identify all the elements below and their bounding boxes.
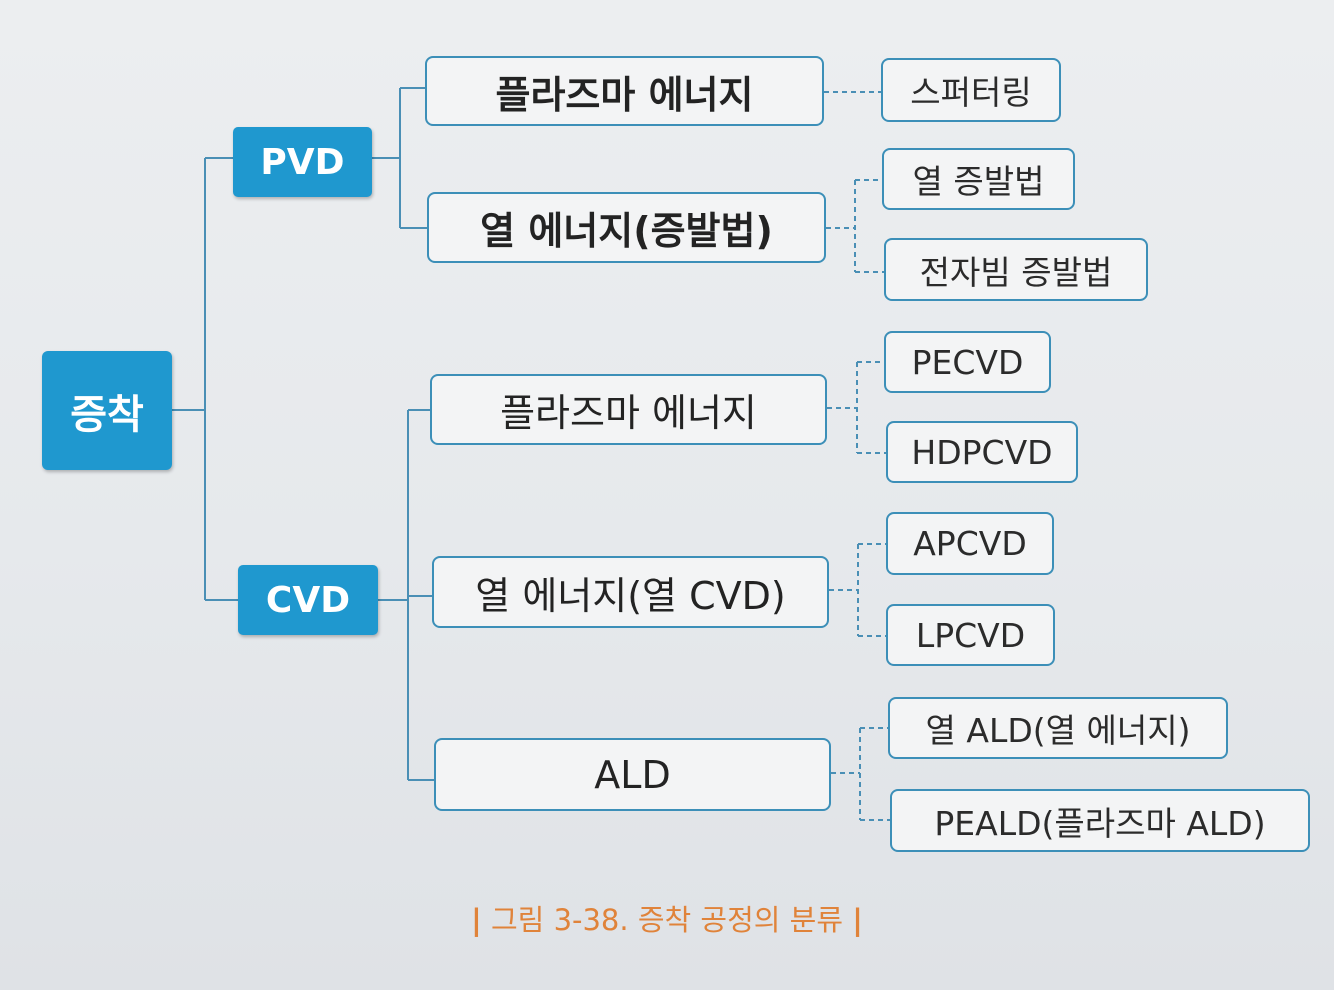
connector-cvd-plasma-leaves xyxy=(827,361,886,454)
cvd-plasma-energy-label: 플라즈마 에너지 xyxy=(500,391,757,435)
caption-bar-right: | xyxy=(852,903,863,937)
leaf-pecvd: PECVD xyxy=(884,331,1051,393)
root-node: 증착 xyxy=(42,351,172,470)
leaf-thermal-ald-label: 열 ALD(열 에너지) xyxy=(925,711,1191,750)
cvd-plasma-energy-box: 플라즈마 에너지 xyxy=(430,374,827,445)
leaf-lpcvd-label: LPCVD xyxy=(915,615,1026,655)
leaf-pecvd-label: PECVD xyxy=(911,342,1024,382)
leaf-hdpcvd: HDPCVD xyxy=(886,421,1078,483)
pvd-thermal-energy-label: 열 에너지(증발법) xyxy=(480,209,773,253)
leaf-thermal-ald: 열 ALD(열 에너지) xyxy=(888,697,1228,759)
pvd-thermal-energy-box: 열 에너지(증발법) xyxy=(427,192,826,263)
leaf-peald-label: PEALD(플라즈마 ALD) xyxy=(934,803,1266,843)
category-pvd-label: PVD xyxy=(260,141,345,183)
leaf-sputtering-label: 스퍼터링 xyxy=(910,73,1032,112)
category-cvd-label: CVD xyxy=(265,579,351,621)
category-cvd: CVD xyxy=(238,565,378,635)
leaf-ebeam-evaporation: 전자빔 증발법 xyxy=(884,238,1148,301)
connector-cvd-ald-leaves xyxy=(831,727,890,821)
cvd-ald-box: ALD xyxy=(434,738,831,811)
connector-pvd-thermal-leaves xyxy=(826,179,884,273)
caption-text: 그림 3-38. 증착 공정의 분류 xyxy=(490,903,844,937)
connector-cvd-thermal-leaves xyxy=(829,543,886,637)
figure-caption: | 그림 3-38. 증착 공정의 분류 | xyxy=(0,897,1334,939)
category-pvd: PVD xyxy=(233,127,372,197)
leaf-apcvd-label: APCVD xyxy=(913,524,1027,563)
caption-bar-left: | xyxy=(471,903,482,937)
leaf-apcvd: APCVD xyxy=(886,512,1054,575)
connector-root xyxy=(172,157,238,601)
leaf-hdpcvd-label: HDPCVD xyxy=(911,432,1053,472)
connector-cvd xyxy=(378,409,434,781)
leaf-sputtering: 스퍼터링 xyxy=(881,58,1061,122)
connector-pvd xyxy=(372,87,427,229)
leaf-peald: PEALD(플라즈마 ALD) xyxy=(890,789,1310,852)
leaf-thermal-evaporation-label: 열 증발법 xyxy=(912,162,1045,201)
leaf-thermal-evaporation: 열 증발법 xyxy=(882,148,1075,210)
leaf-lpcvd: LPCVD xyxy=(886,604,1055,666)
leaf-ebeam-evaporation-label: 전자빔 증발법 xyxy=(919,252,1113,292)
root-label: 증착 xyxy=(70,391,144,438)
cvd-ald-label: ALD xyxy=(594,752,671,797)
pvd-plasma-energy-box: 플라즈마 에너지 xyxy=(425,56,824,126)
cvd-thermal-energy-box: 열 에너지(열 CVD) xyxy=(432,556,829,628)
pvd-plasma-energy-label: 플라즈마 에너지 xyxy=(495,72,754,117)
cvd-thermal-energy-label: 열 에너지(열 CVD) xyxy=(475,573,786,618)
